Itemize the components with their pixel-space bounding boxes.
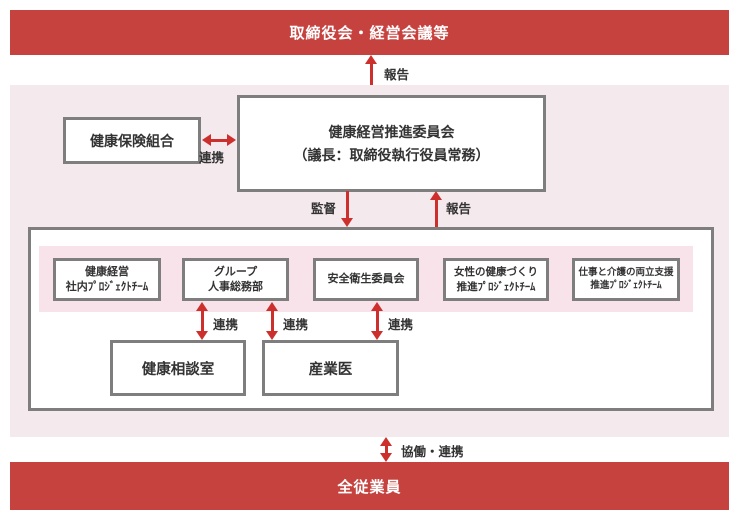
work-care-balance-project-team-box: 仕事と介護の両立支援 推進ﾌﾟﾛｼﾞｪｸﾄﾁｰﾑ <box>572 258 680 301</box>
arrow-head-right-icon <box>227 134 236 146</box>
arrow-head-down-icon <box>266 331 278 340</box>
insurance-committee-link-arrow <box>202 134 236 147</box>
board-banner: 取締役会・経営会議等 <box>10 10 729 55</box>
health-management-committee-box: 健康経営推進委員会 （議長：取締役執行役員常務） <box>237 95 546 192</box>
team-label-line1: 安全衛生委員会 <box>327 273 405 286</box>
team-label-line2: 推進ﾌﾟﾛｼﾞｪｸﾄﾁｰﾑ <box>456 280 536 293</box>
safety-health-committee-box: 安全衛生委員会 <box>313 258 419 301</box>
health-insurance-association-box: 健康保険組合 <box>63 117 201 164</box>
board-banner-label: 取締役会・経営会議等 <box>289 25 450 42</box>
hr-consult-link-arrow <box>196 302 209 340</box>
arrow-head-down-icon <box>371 331 383 340</box>
safety-doctor-link-arrow <box>371 302 384 340</box>
arrow-head-up-icon <box>371 302 383 311</box>
health-consultation-room-label: 健康相談室 <box>141 361 215 378</box>
arrow-head-left-icon <box>202 134 211 146</box>
arrow-head-up-icon <box>196 302 208 311</box>
womens-health-project-team-box: 女性の健康づくり 推進ﾌﾟﾛｼﾞｪｸﾄﾁｰﾑ <box>443 258 549 301</box>
all-employees-label: 全従業員 <box>337 478 402 496</box>
hr-doctor-link-arrow <box>266 302 279 340</box>
arrow-head-down-icon <box>380 453 392 462</box>
health-insurance-association-label: 健康保険組合 <box>90 132 174 149</box>
all-employees-banner: 全従業員 <box>10 462 729 510</box>
team-label-line1: 健康経営 <box>85 265 129 278</box>
collaboration-arrow <box>380 437 393 462</box>
team-label-line2: 社内ﾌﾟﾛｼﾞｪｸﾄﾁｰﾑ <box>65 280 149 293</box>
collaboration-label: 協働・連携 <box>401 445 464 459</box>
team-label-line2: 推進ﾌﾟﾛｼﾞｪｸﾄﾁｰﾑ <box>590 279 662 291</box>
team-label-line1: 女性の健康づくり <box>454 266 538 279</box>
health-consultation-room-box: 健康相談室 <box>110 340 246 396</box>
occupational-physician-box: 産業医 <box>262 340 399 396</box>
team-label-line2: 人事総務部 <box>208 280 263 293</box>
committee-chair: （議長：取締役執行役員常務） <box>293 146 490 163</box>
team-label-line1: グループ <box>213 265 258 278</box>
arrow-head-up-icon <box>380 437 392 446</box>
safety-doctor-link-label: 連携 <box>388 318 414 332</box>
arrow-head-down-icon <box>341 218 353 227</box>
group-hr-general-affairs-box: グループ 人事総務部 <box>182 258 289 301</box>
team-label-line1: 仕事と介護の両立支援 <box>578 266 674 278</box>
supervision-arrow <box>341 191 354 227</box>
committee-title: 健康経営推進委員会 <box>328 124 455 141</box>
hr-doctor-link-label: 連携 <box>283 318 309 332</box>
supervision-label: 監督 <box>311 202 337 216</box>
hr-consult-link-label: 連携 <box>213 318 239 332</box>
arrow-head-up-icon <box>266 302 278 311</box>
insurance-link-label: 連携 <box>199 151 225 165</box>
health-management-project-team-box: 健康経営 社内ﾌﾟﾛｼﾞｪｸﾄﾁｰﾑ <box>53 258 161 301</box>
arrow-head-down-icon <box>196 331 208 340</box>
report-to-committee-arrow <box>430 191 443 227</box>
arrow-head-up-icon <box>430 191 442 200</box>
arrow-head-up-icon <box>365 55 377 64</box>
report-to-committee-label: 報告 <box>446 202 472 216</box>
report-to-board-label: 報告 <box>384 68 410 82</box>
occupational-physician-label: 産業医 <box>308 361 353 378</box>
report-to-board-arrow <box>365 55 378 95</box>
